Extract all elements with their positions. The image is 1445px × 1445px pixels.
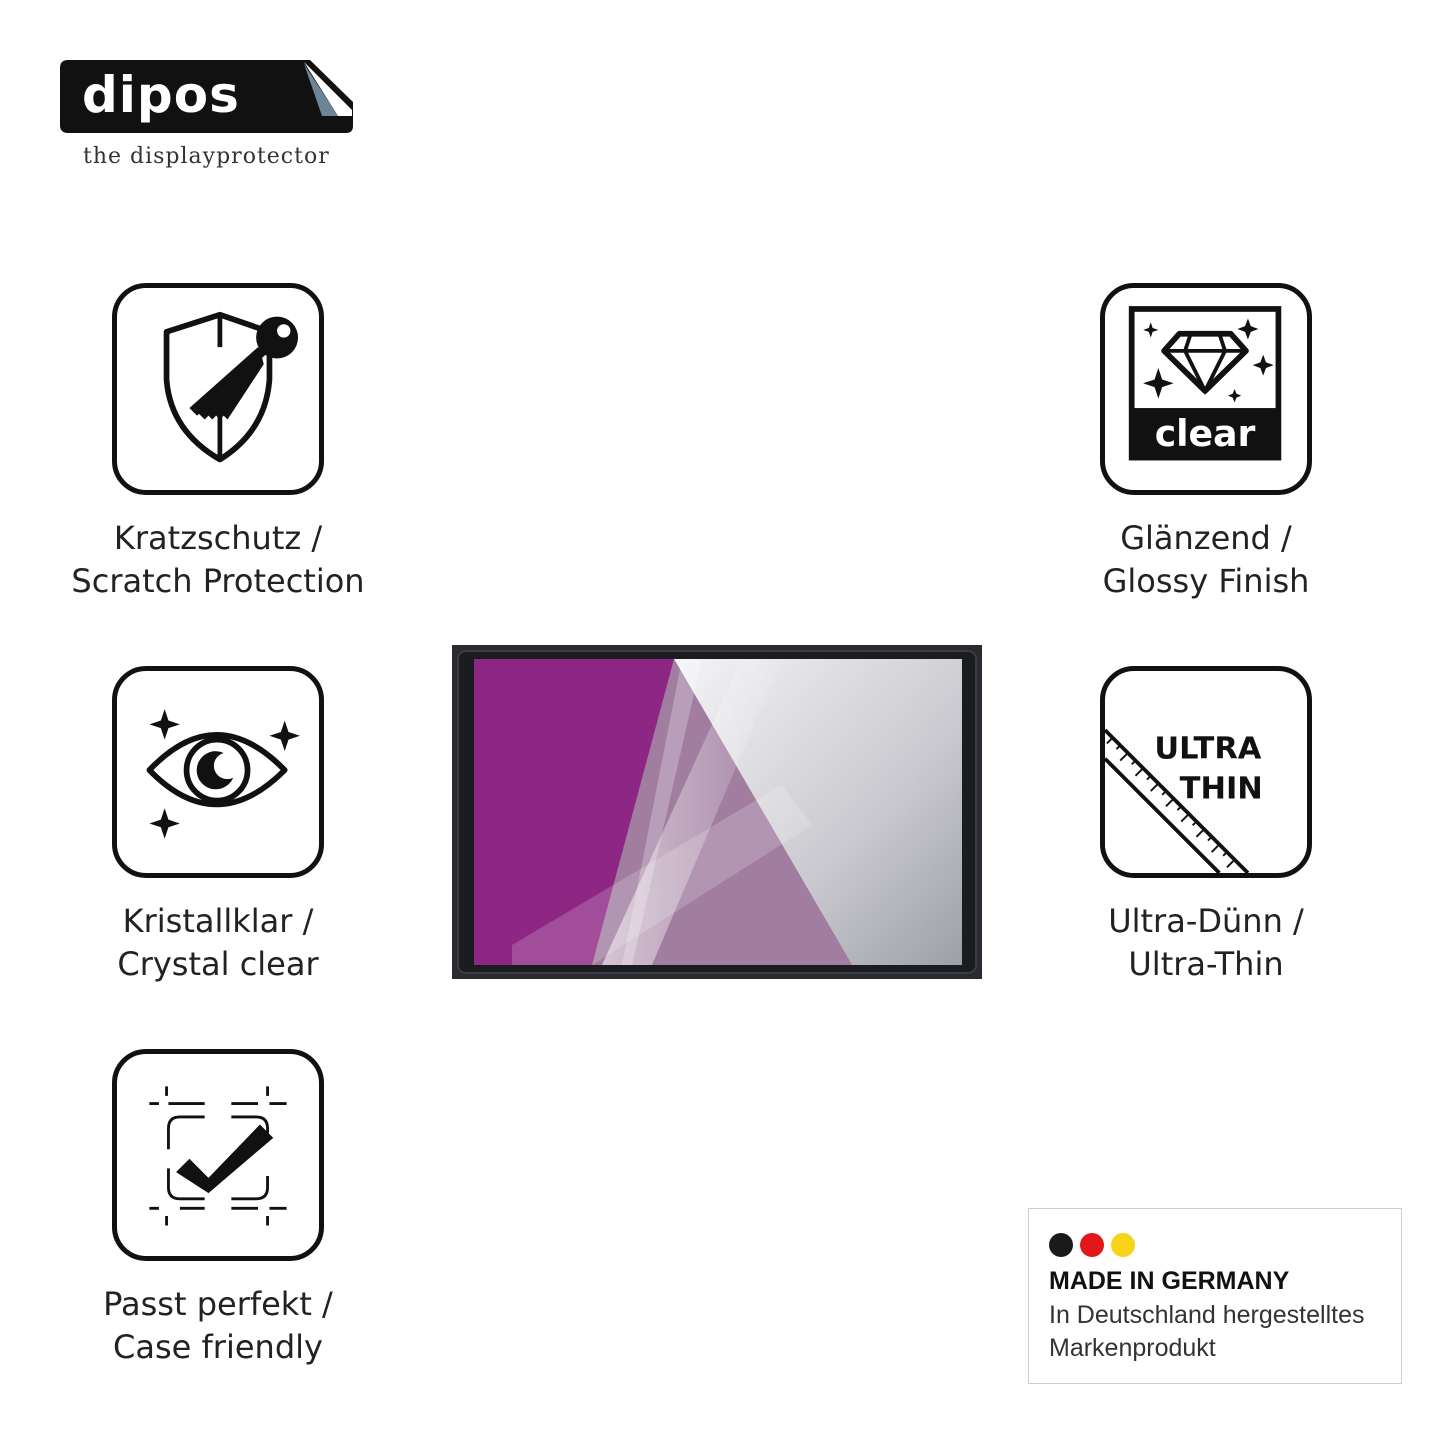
feature-title-en: Ultra-Thin (1128, 945, 1284, 983)
feature-title-de: Kristallklar / (122, 902, 314, 940)
feature-title-de: Glänzend / (1120, 519, 1292, 557)
eye-sparkle-icon (112, 666, 324, 878)
diamond-clear-icon: clear (1100, 283, 1312, 495)
feature-title-de: Passt perfekt / (103, 1285, 333, 1323)
made-in-germany-badge: MADE IN GERMANY In Deutschland hergestel… (1028, 1208, 1402, 1384)
feature-title-en: Scratch Protection (71, 562, 365, 600)
logo-tagline: the displayprotector (83, 144, 330, 169)
ultra-label: ULTRA (1154, 732, 1261, 767)
badge-line-2: Markenprodukt (1049, 1334, 1216, 1362)
feature-scratch-protection: Kratzschutz / Scratch Protection (58, 283, 378, 603)
flag-dot-red (1080, 1233, 1105, 1257)
badge-line-1: In Deutschland hergestelltes (1049, 1301, 1365, 1329)
badge-title: MADE IN GERMANY (1049, 1267, 1290, 1295)
feature-title-de: Kratzschutz / (113, 519, 323, 557)
ultra-thin-ruler-icon: ULTRA THIN (1100, 666, 1312, 878)
germany-flag-dots (1049, 1233, 1137, 1257)
feature-glossy-finish: clear Glänzend / Glossy Finish (1046, 283, 1366, 603)
feature-title-en: Case friendly (113, 1328, 323, 1366)
shield-key-icon (112, 283, 324, 495)
brand-logo: dipos the displayprotector (60, 60, 353, 175)
feature-title-de: Ultra-Dünn / (1108, 902, 1304, 940)
feature-title-en: Glossy Finish (1102, 562, 1310, 600)
logo-badge (60, 60, 353, 133)
flag-dot-black (1049, 1233, 1073, 1257)
tablet-with-protector (452, 645, 982, 979)
case-check-icon (112, 1049, 324, 1261)
feature-crystal-clear: Kristallklar / Crystal clear (58, 666, 378, 986)
flag-dot-gold (1111, 1233, 1136, 1257)
feature-case-friendly: Passt perfekt / Case friendly (58, 1049, 378, 1369)
clear-label: clear (1155, 412, 1256, 455)
feature-title-en: Crystal clear (117, 945, 319, 983)
thin-label: THIN (1180, 772, 1263, 807)
logo-wordmark: dipos (82, 66, 240, 124)
feature-ultra-thin: ULTRA THIN Ultra-Dünn / Ultra-Thin (1046, 666, 1366, 986)
